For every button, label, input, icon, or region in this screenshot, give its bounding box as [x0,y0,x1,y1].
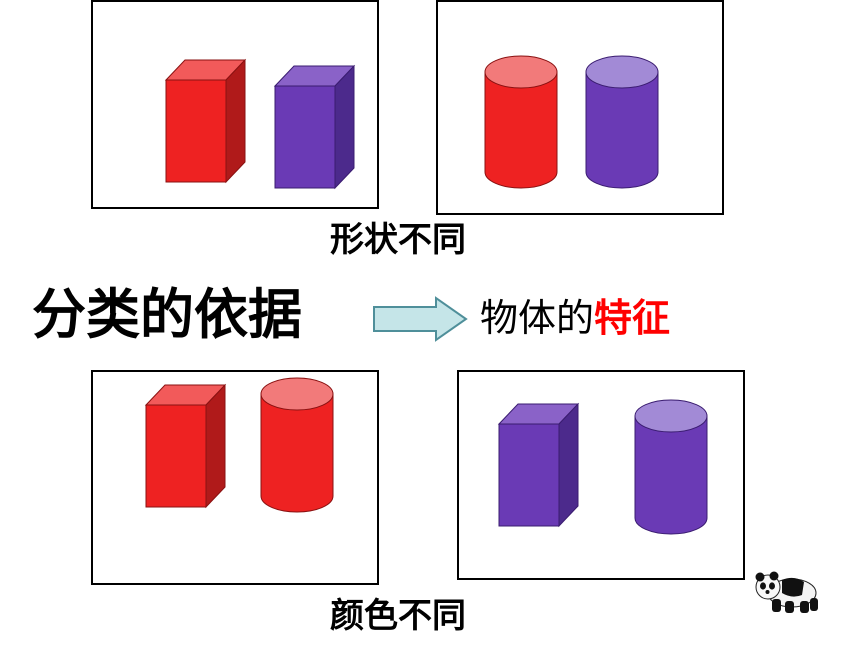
object-features-text: 物体的特征 [480,293,670,343]
caption-color-different: 颜色不同 [330,596,466,636]
result-prefix: 物体的 [480,296,595,340]
red-cylinder [484,55,558,189]
red-pair-figure [144,377,334,513]
purple-cuboid [497,402,580,528]
panel-cuboids [91,0,379,209]
red-cylinder [260,377,334,513]
red-cuboid [164,58,247,184]
purple-cylinder [585,55,659,189]
caption-shape-different: 形状不同 [330,220,466,260]
result-highlight: 特征 [594,296,671,340]
cylinder-pair-figure [484,55,659,189]
panel-red-objects [91,370,379,585]
right-arrow-icon [373,296,468,342]
panel-purple-objects [457,370,745,580]
panda-icon [755,571,818,613]
cuboid-pair-figure [164,58,356,190]
purple-cylinder [634,399,708,535]
classification-basis-heading: 分类的依据 [32,283,302,346]
purple-cuboid [273,64,356,190]
red-cuboid [144,383,227,509]
purple-pair-figure [497,399,708,535]
panel-cylinders [436,0,724,215]
